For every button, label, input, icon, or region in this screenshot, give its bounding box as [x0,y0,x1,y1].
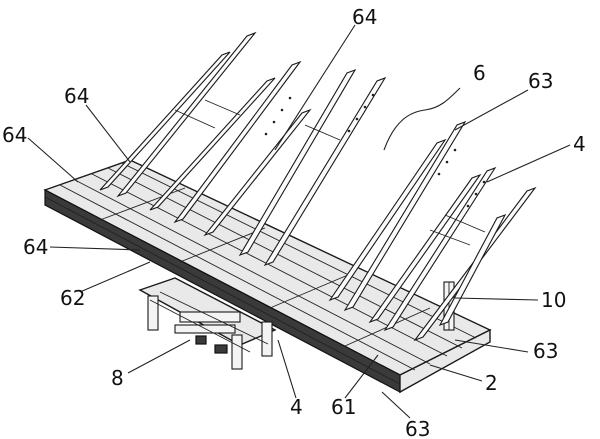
reference-labels: 64 64 64 64 62 6 63 4 10 63 2 8 4 61 63 [2,5,586,439]
label-6: 6 [473,61,486,85]
label-8: 8 [111,366,124,390]
label-61: 61 [331,395,356,419]
label-62: 62 [60,286,85,310]
label-2: 2 [485,371,498,395]
label-63-bottom: 63 [405,417,430,439]
arm-group-left [99,31,387,267]
leader-lines [27,24,571,419]
label-4-bottom: 4 [290,395,303,419]
label-10: 10 [541,288,566,312]
group-indicator-curve [383,87,461,151]
label-63-right: 63 [533,339,558,363]
support-stand [138,277,277,370]
label-64-left: 64 [2,123,27,147]
label-64-mid-left: 64 [23,235,48,259]
label-64-top: 64 [352,5,377,29]
label-64-upper-left: 64 [64,84,89,108]
arm-holes [264,93,486,208]
label-63-upper: 63 [528,69,553,93]
label-4-right: 4 [573,132,586,156]
arm-group-right [328,120,537,342]
arm-cross-links [174,99,486,246]
base-frame [43,159,492,394]
